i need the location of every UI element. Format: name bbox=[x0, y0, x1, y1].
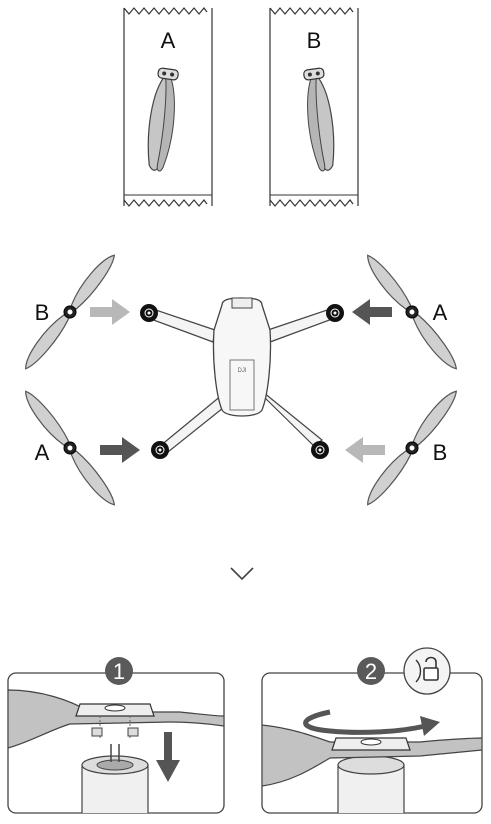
drone-body bbox=[212, 297, 272, 417]
chevron-down-icon bbox=[230, 567, 254, 581]
label-rear-right: B bbox=[433, 440, 448, 465]
propeller-pack-a: A bbox=[123, 7, 213, 207]
label-front-left: B bbox=[35, 300, 50, 325]
lock-icon bbox=[403, 647, 451, 695]
motor-rear-right bbox=[310, 440, 330, 460]
motor-front-left bbox=[139, 303, 159, 323]
pack-b-label: B bbox=[307, 28, 322, 53]
arrow-rear-right bbox=[345, 437, 385, 463]
step-1-number: 1 bbox=[113, 659, 125, 684]
drone-top-view: DJI bbox=[139, 297, 345, 460]
propeller-pack-b: B bbox=[269, 7, 359, 207]
arrow-front-left bbox=[90, 299, 130, 325]
arrow-press-down bbox=[156, 732, 180, 782]
motor-front-right bbox=[325, 303, 345, 323]
drone-arms bbox=[147, 307, 336, 453]
arrow-rear-left bbox=[100, 437, 140, 463]
step-1-panel: 1 bbox=[7, 657, 225, 814]
motor-rear-left bbox=[150, 440, 170, 460]
step-2-number: 2 bbox=[365, 659, 377, 684]
label-front-right: A bbox=[433, 300, 448, 325]
svg-text:DJI: DJI bbox=[238, 368, 247, 374]
arrow-front-right bbox=[352, 299, 392, 325]
pack-a-label: A bbox=[161, 28, 176, 53]
label-rear-left: A bbox=[35, 440, 50, 465]
pack-a-propeller bbox=[147, 67, 179, 172]
step-1-badge bbox=[105, 657, 133, 685]
pack-b-propeller bbox=[303, 67, 335, 172]
step-2-panel: 2 bbox=[261, 647, 483, 814]
step-2-badge bbox=[357, 657, 385, 685]
arrow-rotate bbox=[420, 716, 440, 736]
